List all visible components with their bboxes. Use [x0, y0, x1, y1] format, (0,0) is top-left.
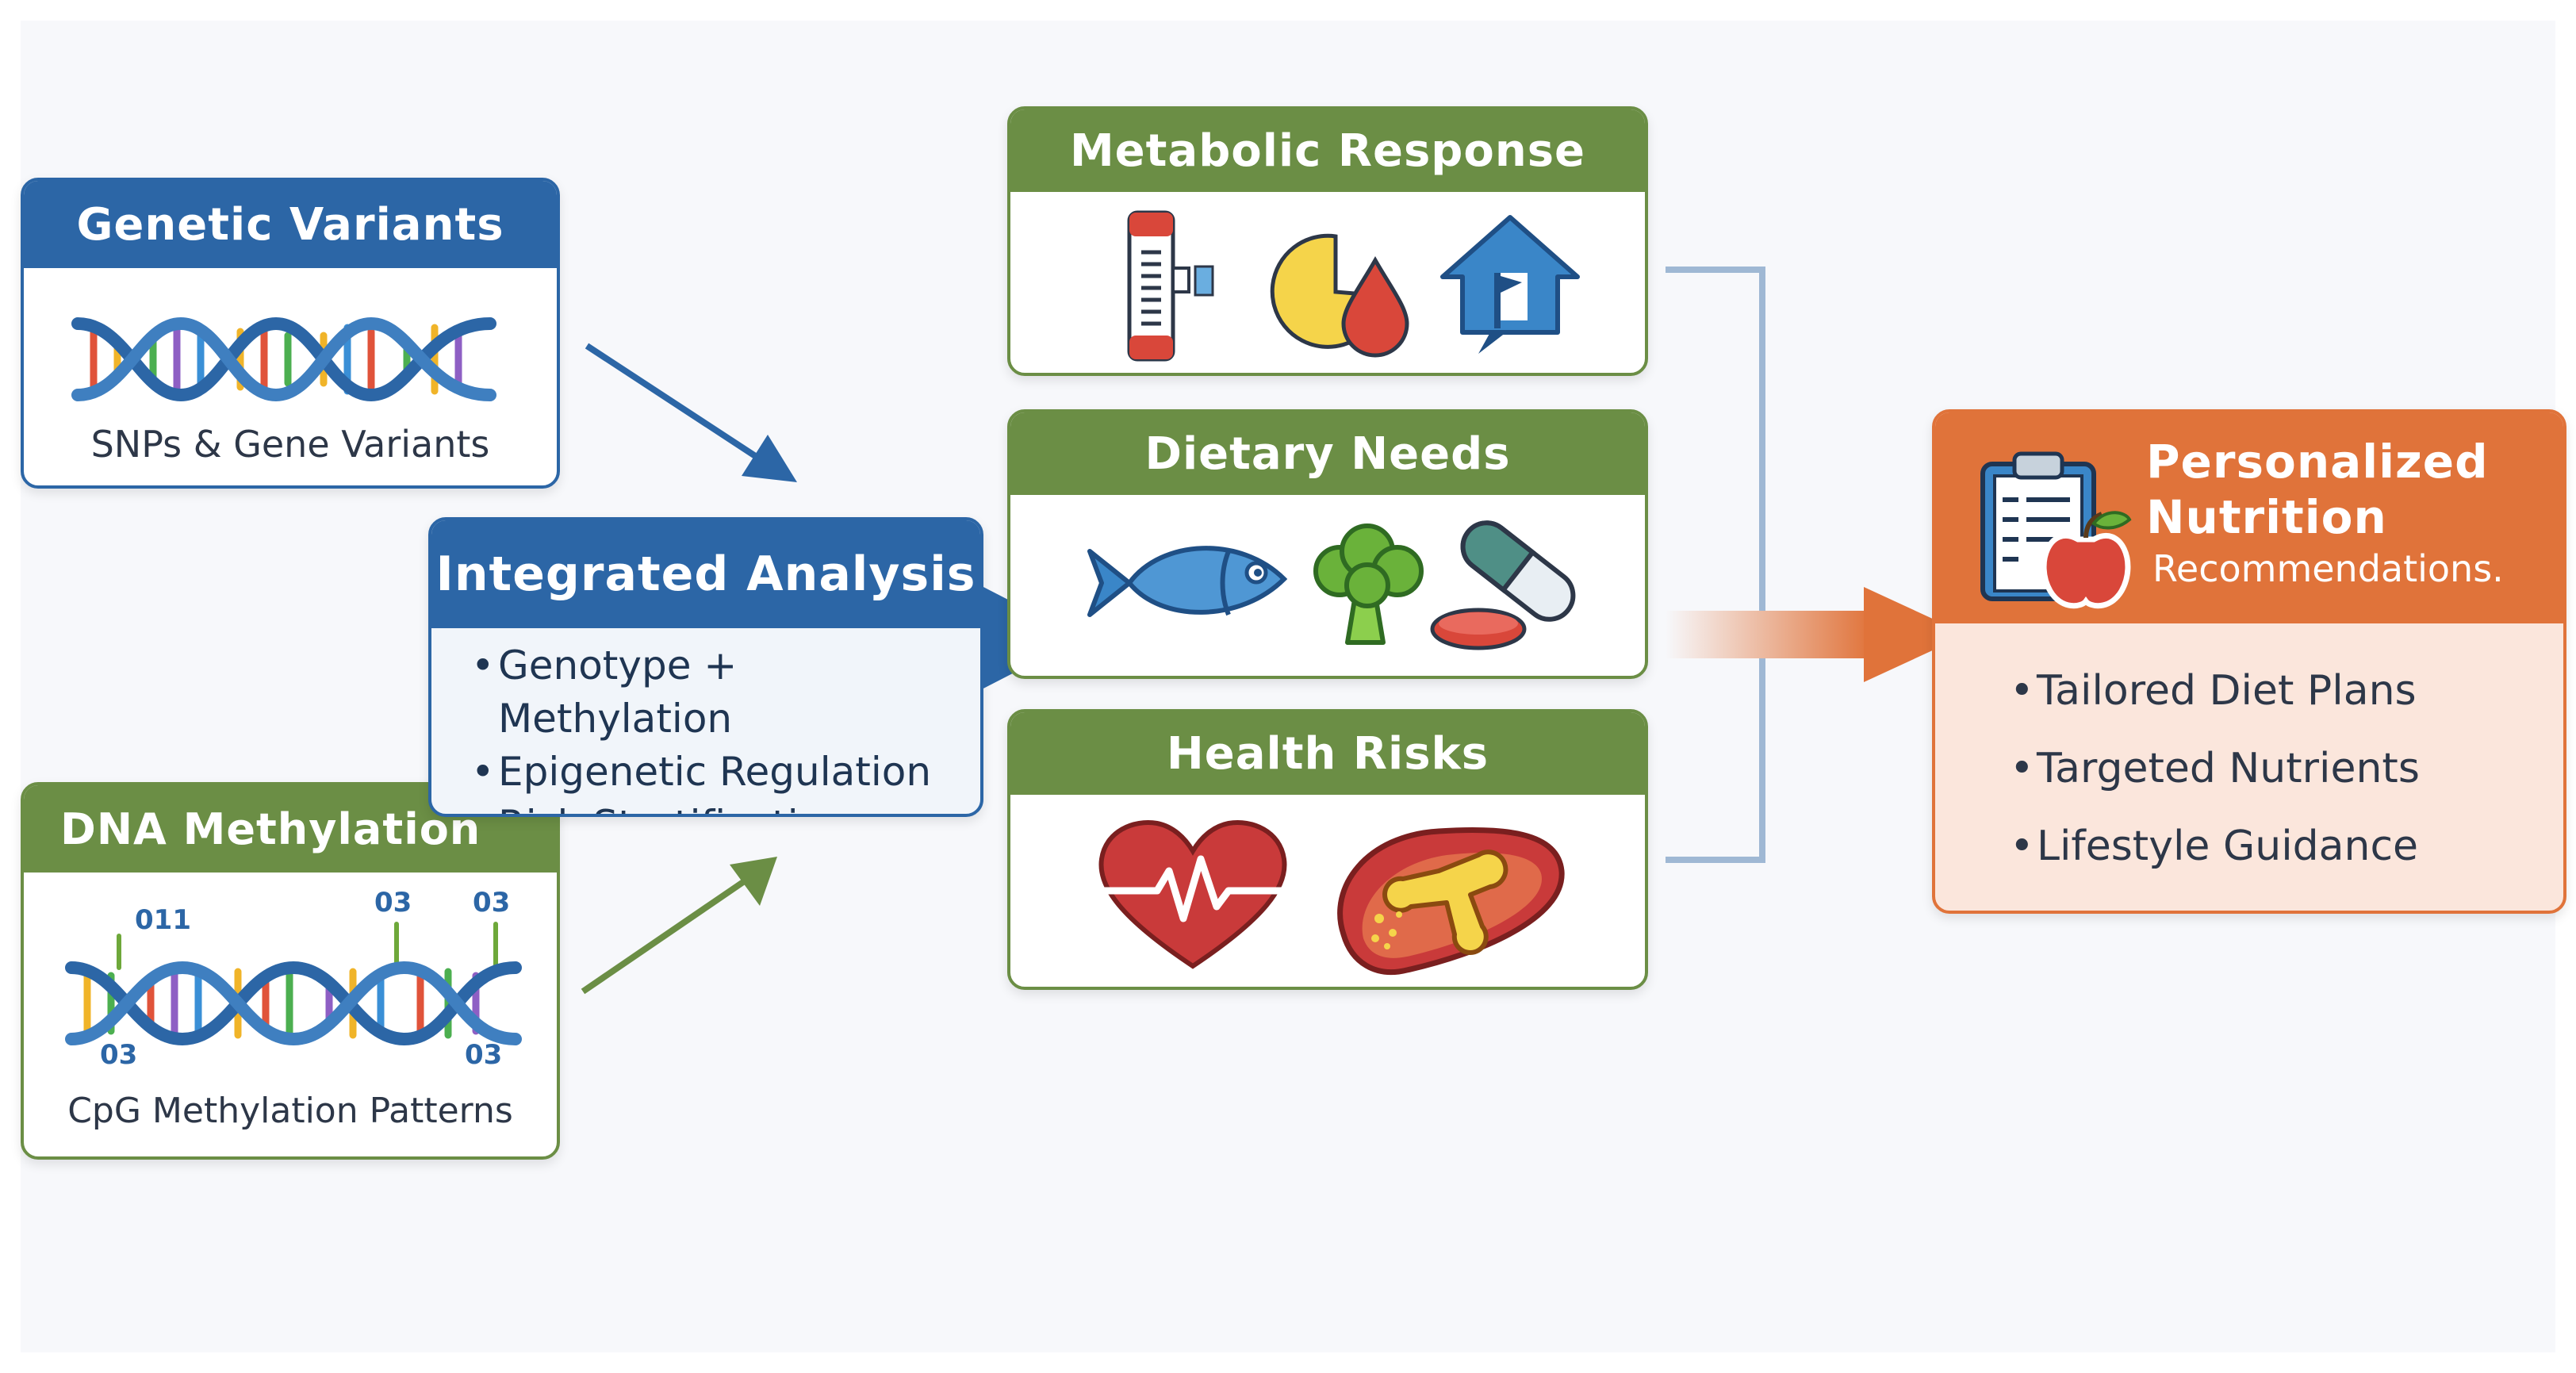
- health-risks-title: Health Risks: [1166, 727, 1489, 780]
- broccoli-icon: [1313, 524, 1424, 645]
- recommendations-list: Tailored Diet Plans Targeted Nutrients L…: [2010, 652, 2420, 885]
- dna-methylation-title: DNA Methylation: [60, 803, 481, 854]
- dietary-needs-header: Dietary Needs: [1010, 412, 1645, 495]
- genetic-variants-caption: SNPs & Gene Variants: [90, 423, 490, 466]
- dietary-needs-title: Dietary Needs: [1144, 428, 1511, 480]
- dna-helix-icon: [71, 316, 496, 402]
- integrated-analysis-card: Integrated Analysis Genotype + Methylati…: [428, 517, 983, 817]
- recommendation-item: Targeted Nutrients: [2010, 730, 2420, 807]
- recommendations-title-1: Personalized: [2146, 435, 2489, 489]
- recommendation-item: Lifestyle Guidance: [2010, 807, 2420, 885]
- genetic-variants-header: Genetic Variants: [24, 181, 557, 268]
- analysis-item: Epigenetic Regulation: [471, 746, 980, 799]
- genetic-variants-card: Genetic Variants SNPs & Gen: [21, 178, 560, 489]
- recommendation-item: Tailored Diet Plans: [2010, 652, 2420, 730]
- health-risks-card: Health Risks: [1007, 709, 1648, 990]
- analysis-item: Genotype + Methylation: [471, 639, 980, 746]
- capsule-icon: [1460, 520, 1576, 622]
- integrated-analysis-list: Genotype + Methylation Epigenetic Regula…: [471, 639, 980, 814]
- methylation-label-1: 011: [135, 904, 191, 936]
- integrated-analysis-title: Integrated Analysis: [435, 547, 976, 602]
- recommendations-title-3: Recommendations.: [2152, 547, 2504, 590]
- glucose-meter-icon: [1127, 210, 1214, 362]
- metabolic-response-header: Metabolic Response: [1010, 109, 1645, 192]
- methylation-label-5: 03: [465, 1039, 503, 1071]
- recommendations-title-2: Nutrition: [2146, 490, 2387, 544]
- recommendations-card: Personalized Nutrition Recommendations. …: [1932, 409, 2566, 914]
- liver-icon: [1337, 826, 1565, 976]
- clipboard-apple-icon: [1980, 451, 2132, 609]
- house-flag-icon: [1440, 215, 1580, 354]
- methylation-label-3: 03: [473, 887, 511, 919]
- dna-methylation-caption: CpG Methylation Patterns: [67, 1091, 513, 1131]
- dietary-needs-card: Dietary Needs: [1007, 409, 1648, 679]
- pie-drop-icon: [1270, 233, 1409, 358]
- genetic-variants-title: Genetic Variants: [76, 198, 504, 251]
- analysis-item: Risk Stratification: [471, 799, 980, 814]
- integrated-analysis-header: Integrated Analysis: [431, 520, 980, 628]
- fish-icon: [1087, 546, 1288, 617]
- methylation-label-2: 03: [374, 887, 412, 919]
- heart-pulse-icon: [1098, 820, 1287, 969]
- metabolic-response-card: Metabolic Response: [1007, 106, 1648, 376]
- methylated-dna-icon: [65, 922, 522, 1046]
- methylation-label-4: 03: [100, 1039, 138, 1071]
- metabolic-response-title: Metabolic Response: [1069, 125, 1586, 177]
- pill-icon: [1430, 608, 1527, 650]
- health-risks-header: Health Risks: [1010, 712, 1645, 795]
